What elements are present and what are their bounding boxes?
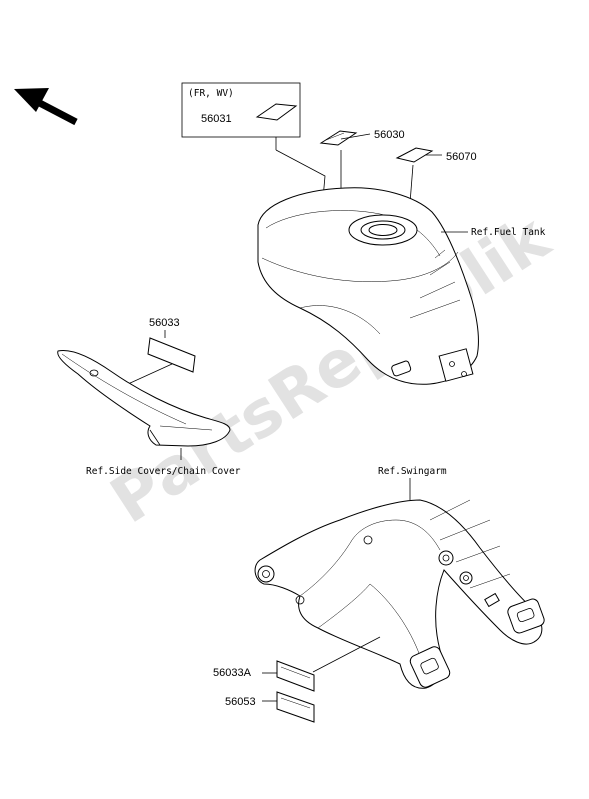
label-decal-56033A: [276, 660, 315, 692]
part-number-56070: 56070: [446, 151, 477, 163]
part-number-56033: 56033: [149, 317, 180, 329]
side-cover-callout: 56033: [127, 317, 196, 385]
direction-arrow-icon: [14, 88, 78, 126]
ref-fuel-tank-label: Ref.Fuel Tank: [471, 227, 546, 238]
swingarm: [254, 499, 545, 689]
part-number-56053: 56053: [225, 696, 256, 708]
decal-56070: 56070: [395, 147, 477, 204]
fuel-tank: [257, 187, 479, 385]
label-decal-56053: [276, 691, 315, 723]
ref-side-covers-label: Ref.Side Covers/Chain Cover: [86, 466, 241, 477]
part-number-56033A: 56033A: [213, 667, 252, 679]
fr-wv-callout: (FR, WV) 56031: [181, 82, 326, 211]
part-number-56030: 56030: [374, 129, 405, 141]
ref-swingarm-label: Ref.Swingarm: [378, 466, 447, 477]
fr-wv-label: (FR, WV): [188, 88, 234, 99]
side-cover: [57, 349, 231, 447]
label-decal-56031: [255, 103, 298, 121]
label-decal-56033: [147, 337, 196, 373]
part-number-56031: 56031: [201, 113, 232, 125]
swingarm-decals: 56033A 56053: [213, 636, 381, 723]
